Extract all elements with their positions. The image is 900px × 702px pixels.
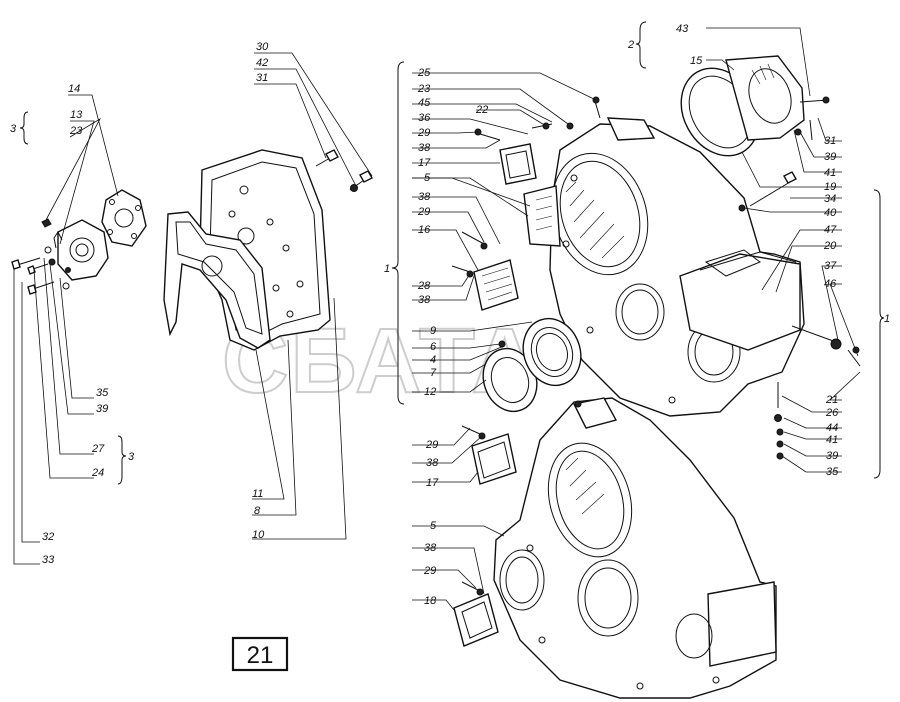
label-47: 47 xyxy=(824,224,837,236)
callout-labels: 30 42 31 14 13 23 3 35 39 27 24 3 32 33 … xyxy=(10,23,890,607)
label-18: 18 xyxy=(424,595,437,607)
label-28: 28 xyxy=(417,280,431,292)
label-14: 14 xyxy=(68,83,80,95)
label-34: 34 xyxy=(824,193,836,205)
label-1: 1 xyxy=(384,263,390,275)
label-39: 39 xyxy=(96,403,108,415)
label-42: 42 xyxy=(256,57,268,69)
label-25: 25 xyxy=(417,67,431,79)
label-38e: 38 xyxy=(424,542,437,554)
label-9: 9 xyxy=(430,325,436,337)
label-29c: 29 xyxy=(425,439,438,451)
label-30: 30 xyxy=(256,41,269,53)
label-37: 37 xyxy=(824,260,837,272)
label-13: 13 xyxy=(70,109,83,121)
label-29: 29 xyxy=(417,127,430,139)
lower-flywheel-housing xyxy=(493,397,777,699)
label-4: 4 xyxy=(430,354,436,366)
label-39b: 39 xyxy=(824,151,836,163)
leader-lines xyxy=(13,27,861,611)
label-23: 23 xyxy=(69,125,83,137)
label-46: 46 xyxy=(824,278,837,290)
label-16: 16 xyxy=(418,224,431,236)
front-cover-plates xyxy=(163,149,373,351)
label-5: 5 xyxy=(424,172,431,184)
label-7: 7 xyxy=(430,367,437,379)
label-26: 26 xyxy=(825,407,839,419)
label-20: 20 xyxy=(823,240,837,252)
label-38b: 38 xyxy=(418,191,431,203)
label-24: 24 xyxy=(91,467,104,479)
label-40: 40 xyxy=(824,207,837,219)
label-1b: 1 xyxy=(884,313,890,325)
label-12: 12 xyxy=(424,386,436,398)
label-35: 35 xyxy=(96,387,109,399)
page-number-box: 21 xyxy=(231,636,289,672)
label-31: 31 xyxy=(256,72,268,84)
label-3b: 3 xyxy=(128,451,135,463)
label-10: 10 xyxy=(252,529,265,541)
label-15: 15 xyxy=(690,55,703,67)
label-36: 36 xyxy=(418,112,431,124)
label-38c: 38 xyxy=(418,294,431,306)
label-44: 44 xyxy=(826,422,838,434)
label-38: 38 xyxy=(418,142,431,154)
label-27: 27 xyxy=(91,443,105,455)
label-38d: 38 xyxy=(426,457,439,469)
label-29b: 29 xyxy=(417,206,430,218)
bearing-cover xyxy=(680,55,861,460)
label-31b: 31 xyxy=(824,135,836,147)
label-22: 22 xyxy=(475,104,488,116)
small-covers xyxy=(451,96,601,647)
label-3: 3 xyxy=(10,123,17,135)
label-35b: 35 xyxy=(826,466,839,478)
label-19: 19 xyxy=(824,181,836,193)
group-braces xyxy=(19,21,885,485)
label-32: 32 xyxy=(42,531,54,543)
label-39c: 39 xyxy=(826,450,838,462)
label-23b: 23 xyxy=(417,83,431,95)
seal-rings xyxy=(482,317,582,413)
label-41b: 41 xyxy=(826,434,838,446)
label-21: 21 xyxy=(825,394,838,406)
label-43: 43 xyxy=(676,23,689,35)
label-45: 45 xyxy=(418,97,431,109)
label-17: 17 xyxy=(418,157,431,169)
label-5b: 5 xyxy=(430,520,437,532)
label-2: 2 xyxy=(627,39,634,51)
left-cover-assembly xyxy=(11,189,147,295)
label-8: 8 xyxy=(254,505,261,517)
label-41: 41 xyxy=(824,167,836,179)
label-11: 11 xyxy=(252,488,263,500)
label-29d: 29 xyxy=(423,565,436,577)
label-17b: 17 xyxy=(426,477,439,489)
page-number: 21 xyxy=(247,642,274,669)
label-6: 6 xyxy=(430,341,437,353)
label-33: 33 xyxy=(42,554,55,566)
